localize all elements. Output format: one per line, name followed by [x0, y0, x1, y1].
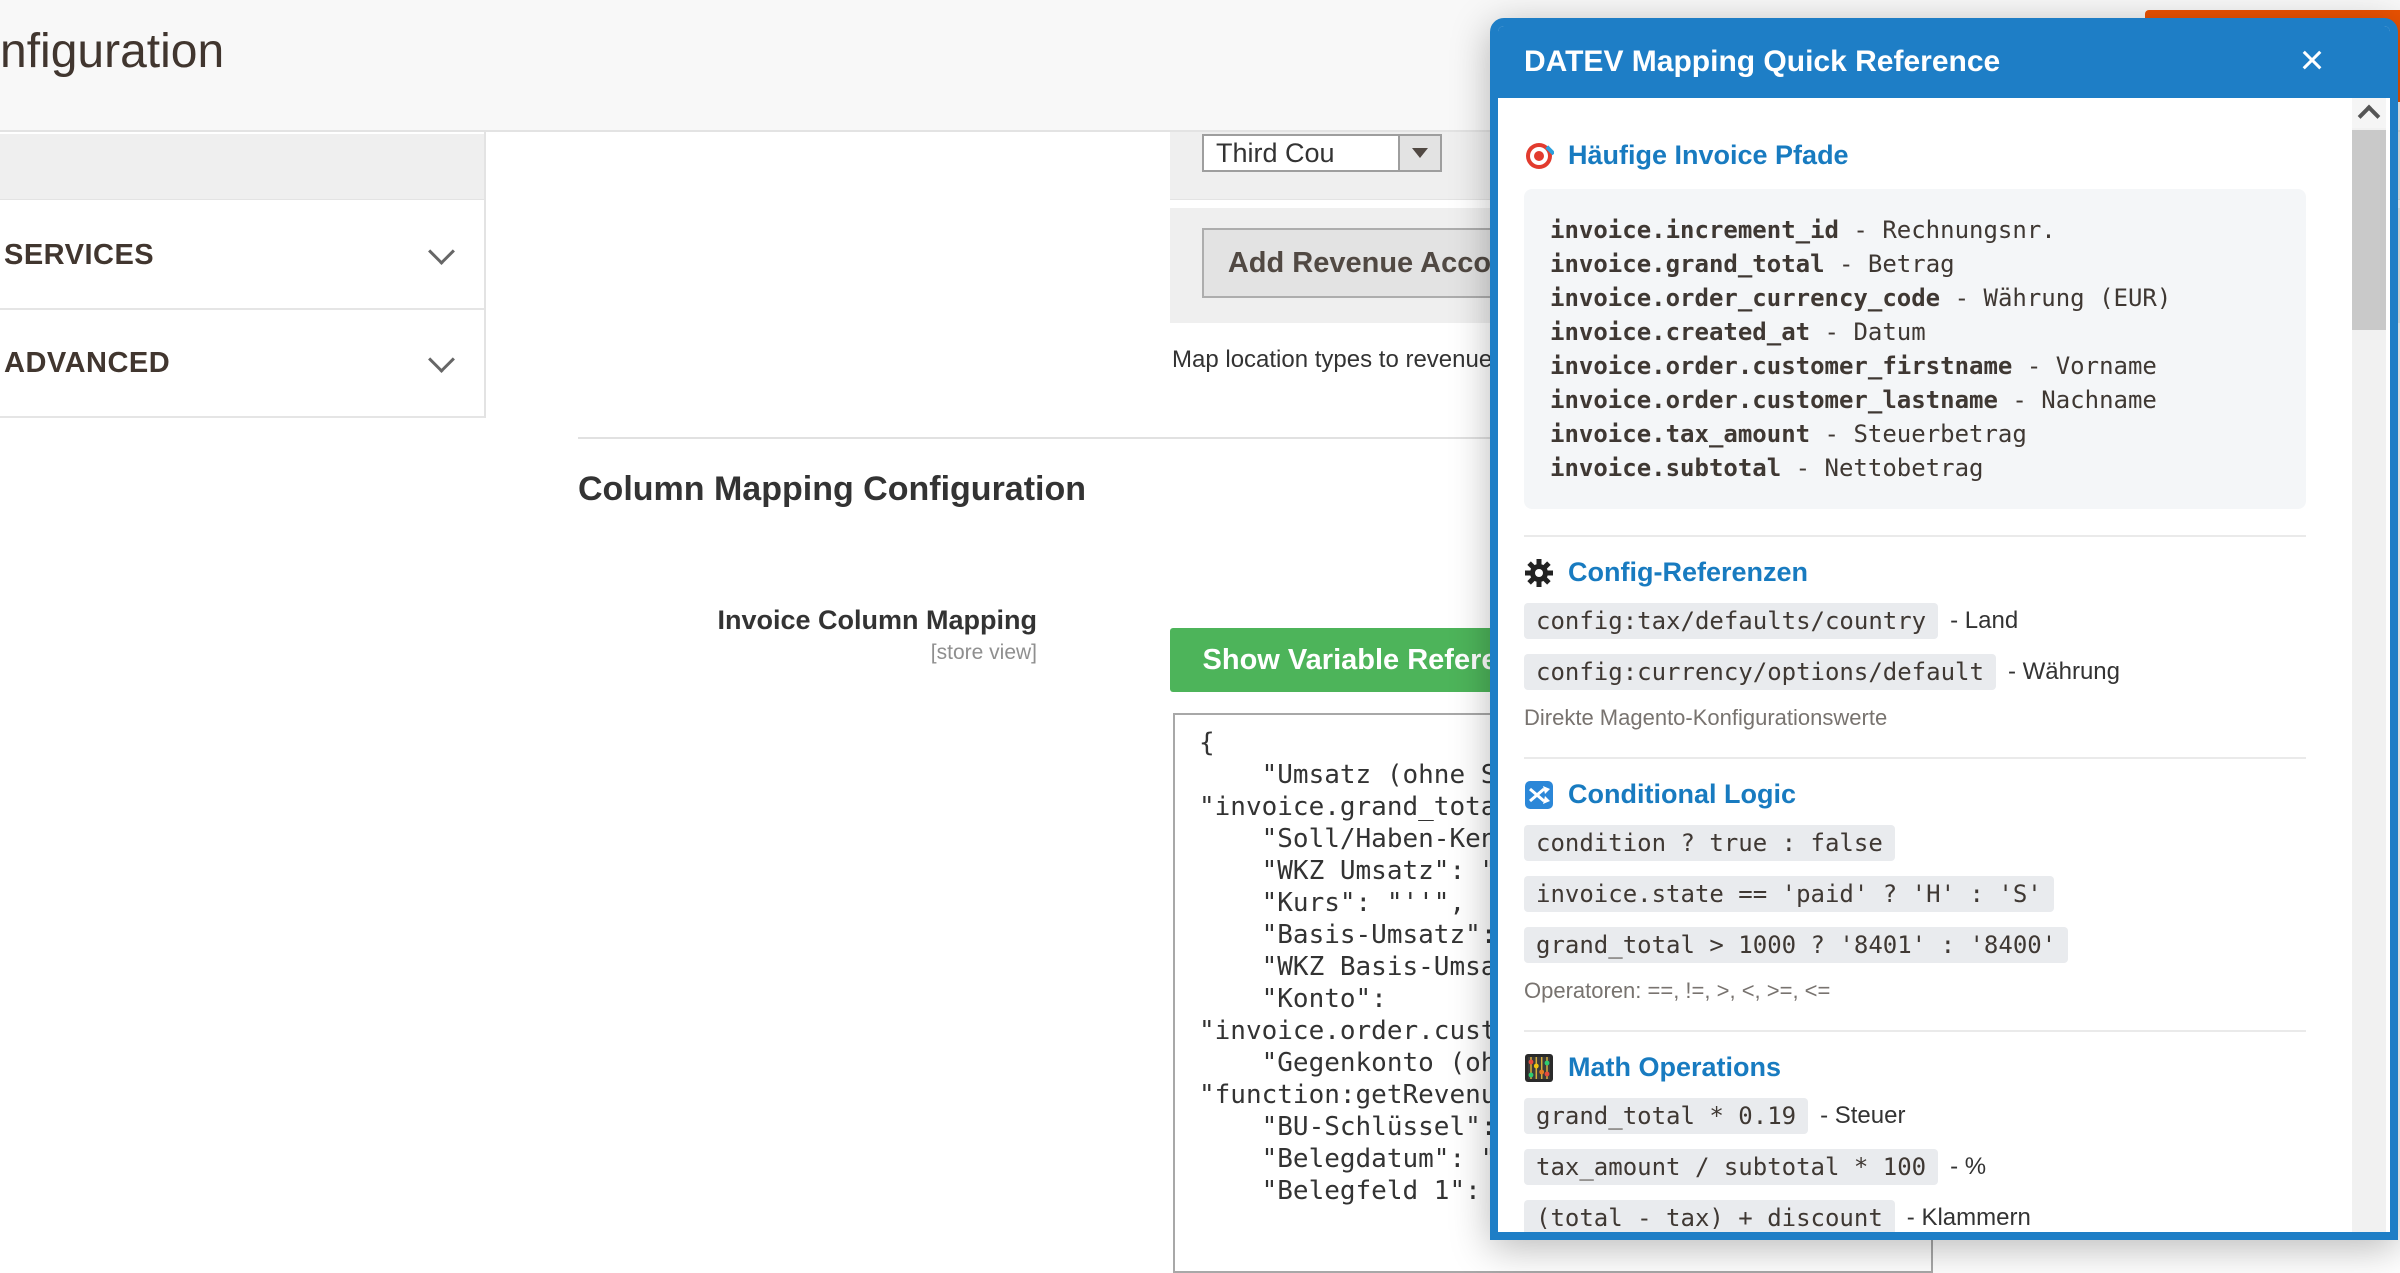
target-icon — [1524, 141, 1554, 171]
panel-title: DATEV Mapping Quick Reference — [1498, 45, 2000, 79]
datev-reference-panel: DATEV Mapping Quick Reference × Häufige … — [1490, 18, 2398, 1240]
section-title: Häufige Invoice Pfade — [1568, 140, 1849, 171]
code-path: invoice.order_currency_code — [1550, 284, 1940, 312]
code-path: invoice.grand_total — [1550, 250, 1825, 278]
section-heading-invoice-paths: Häufige Invoice Pfade — [1524, 140, 2306, 171]
code-chip: grand_total > 1000 ? '8401' : '8400' — [1524, 927, 2068, 963]
panel-divider — [1524, 535, 2306, 537]
code-chip: condition ? true : false — [1524, 825, 1895, 861]
code-chip: (total - tax) + discount — [1524, 1200, 1895, 1232]
chevron-up-icon — [2358, 105, 2381, 128]
code-line: invoice.tax_amount - Steuerbetrag — [1550, 417, 2280, 451]
chip-row: config:currency/options/default - Währung — [1524, 654, 2306, 690]
chip-description: - Währung — [2008, 658, 2120, 686]
sidebar-item-services[interactable]: SERVICES — [0, 202, 485, 310]
section-title: Math Operations — [1568, 1052, 1781, 1083]
gear-icon — [1524, 558, 1554, 588]
invoice-column-mapping-label: Invoice Column Mapping — [578, 602, 1037, 638]
section-title: Config-Referenzen — [1568, 557, 1808, 588]
section-divider — [578, 437, 1512, 439]
code-chip: invoice.state == 'paid' ? 'H' : 'S' — [1524, 876, 2054, 912]
sidebar-item-advanced[interactable]: ADVANCED — [0, 310, 485, 418]
chevron-down-icon — [428, 346, 455, 373]
scrollbar-thumb[interactable] — [2352, 130, 2386, 330]
sidebar-selected-section[interactable] — [0, 134, 485, 200]
code-line: invoice.order.customer_firstname - Vorna… — [1550, 349, 2280, 383]
chip-row: (total - tax) + discount - Klammern — [1524, 1200, 2306, 1232]
conditional-logic-chips: condition ? true : false invoice.state ==… — [1524, 825, 2306, 963]
page-title: nfiguration — [0, 22, 224, 82]
chip-description: - Klammern — [1907, 1204, 2031, 1232]
config-references-chips: config:tax/defaults/country- Landconfig:… — [1524, 603, 2306, 690]
code-description: - Steuerbetrag — [1810, 420, 2027, 448]
chip-description: - Land — [1950, 607, 2018, 635]
column-mapping-heading: Column Mapping Configuration — [578, 470, 1086, 509]
sidebar-item-label: SERVICES — [4, 239, 154, 272]
panel-section-math-operations: Math Operations grand_total * 0.19 - Steu… — [1524, 1052, 2306, 1232]
code-description: - Nachname — [1998, 386, 2157, 414]
code-line: invoice.subtotal - Nettobetrag — [1550, 451, 2280, 485]
code-path: invoice.order.customer_lastname — [1550, 386, 1998, 414]
code-path: invoice.subtotal — [1550, 454, 1781, 482]
section-title: Conditional Logic — [1568, 779, 1796, 810]
select-arrow-box — [1398, 136, 1440, 170]
code-chip: grand_total * 0.19 — [1524, 1098, 1808, 1134]
code-line: invoice.grand_total - Betrag — [1550, 247, 2280, 281]
panel-section-invoice-paths: Häufige Invoice Pfade invoice.increment_… — [1524, 140, 2306, 509]
code-line: invoice.order_currency_code - Währung (E… — [1550, 281, 2280, 315]
chip-description: - % — [1950, 1153, 1986, 1181]
section-heading-config-references: Config-Referenzen — [1524, 557, 2306, 588]
code-chip: config:currency/options/default — [1524, 654, 1996, 690]
section-note: Direkte Magento-Konfigurationswerte — [1524, 705, 2306, 731]
code-chip: config:tax/defaults/country — [1524, 603, 1938, 639]
country-select[interactable]: Third Cou — [1202, 134, 1442, 172]
code-line: invoice.created_at - Datum — [1550, 315, 2280, 349]
invoice-paths-codeblock: invoice.increment_id - Rechnungsnr.invoi… — [1524, 189, 2306, 509]
code-line: invoice.order.customer_lastname - Nachna… — [1550, 383, 2280, 417]
country-select-value: Third Cou — [1204, 136, 1398, 170]
sidebar-item-label: ADVANCED — [4, 347, 170, 380]
shuffle-icon — [1524, 780, 1554, 810]
invoice-column-mapping-label-wrap: Invoice Column Mapping [store view] — [578, 602, 1037, 668]
scroll-up-button[interactable] — [2352, 98, 2386, 128]
caret-down-icon — [1412, 148, 1428, 158]
code-description: - Vorname — [2012, 352, 2157, 380]
panel-header: DATEV Mapping Quick Reference × — [1498, 26, 2390, 98]
sidebar-divider — [484, 132, 486, 418]
chip-row: condition ? true : false — [1524, 825, 2306, 861]
chip-row: config:tax/defaults/country - Land — [1524, 603, 2306, 639]
panel-body: Häufige Invoice Pfade invoice.increment_… — [1498, 98, 2390, 1232]
chip-row: grand_total * 0.19 - Steuer — [1524, 1098, 2306, 1134]
chip-row: invoice.state == 'paid' ? 'H' : 'S' — [1524, 876, 2306, 912]
chevron-down-icon — [428, 238, 455, 265]
code-path: invoice.increment_id — [1550, 216, 1839, 244]
chip-description: - Steuer — [1820, 1102, 1905, 1130]
config-sidebar: SERVICES ADVANCED — [0, 132, 485, 1200]
panel-divider — [1524, 1030, 2306, 1032]
panel-scrollbar[interactable] — [2352, 98, 2386, 1232]
math-operations-chips: grand_total * 0.19 - Steuer tax_amount / s… — [1524, 1098, 2306, 1232]
abacus-icon — [1524, 1053, 1554, 1083]
code-description: - Datum — [1810, 318, 1926, 346]
section-heading-math-operations: Math Operations — [1524, 1052, 2306, 1083]
panel-section-conditional-logic: Conditional Logic condition ? true : fal… — [1524, 779, 2306, 1004]
close-icon[interactable]: × — [2294, 36, 2330, 84]
code-line: invoice.increment_id - Rechnungsnr. — [1550, 213, 2280, 247]
chip-row: tax_amount / subtotal * 100 - % — [1524, 1149, 2306, 1185]
store-view-scope-label: [store view] — [578, 638, 1037, 668]
chip-row: grand_total > 1000 ? '8401' : '8400' — [1524, 927, 2306, 963]
code-description: - Betrag — [1825, 250, 1955, 278]
code-description: - Nettobetrag — [1781, 454, 1983, 482]
code-chip: tax_amount / subtotal * 100 — [1524, 1149, 1938, 1185]
code-path: invoice.order.customer_firstname — [1550, 352, 2012, 380]
section-note: Operatoren: ==, !=, >, <, >=, <= — [1524, 978, 2306, 1004]
code-description: - Währung (EUR) — [1940, 284, 2171, 312]
panel-section-config-references: Config-Referenzen config:tax/defaults/co… — [1524, 557, 2306, 731]
code-path: invoice.tax_amount — [1550, 420, 1810, 448]
code-description: - Rechnungsnr. — [1839, 216, 2056, 244]
panel-divider — [1524, 757, 2306, 759]
section-heading-conditional-logic: Conditional Logic — [1524, 779, 2306, 810]
code-path: invoice.created_at — [1550, 318, 1810, 346]
